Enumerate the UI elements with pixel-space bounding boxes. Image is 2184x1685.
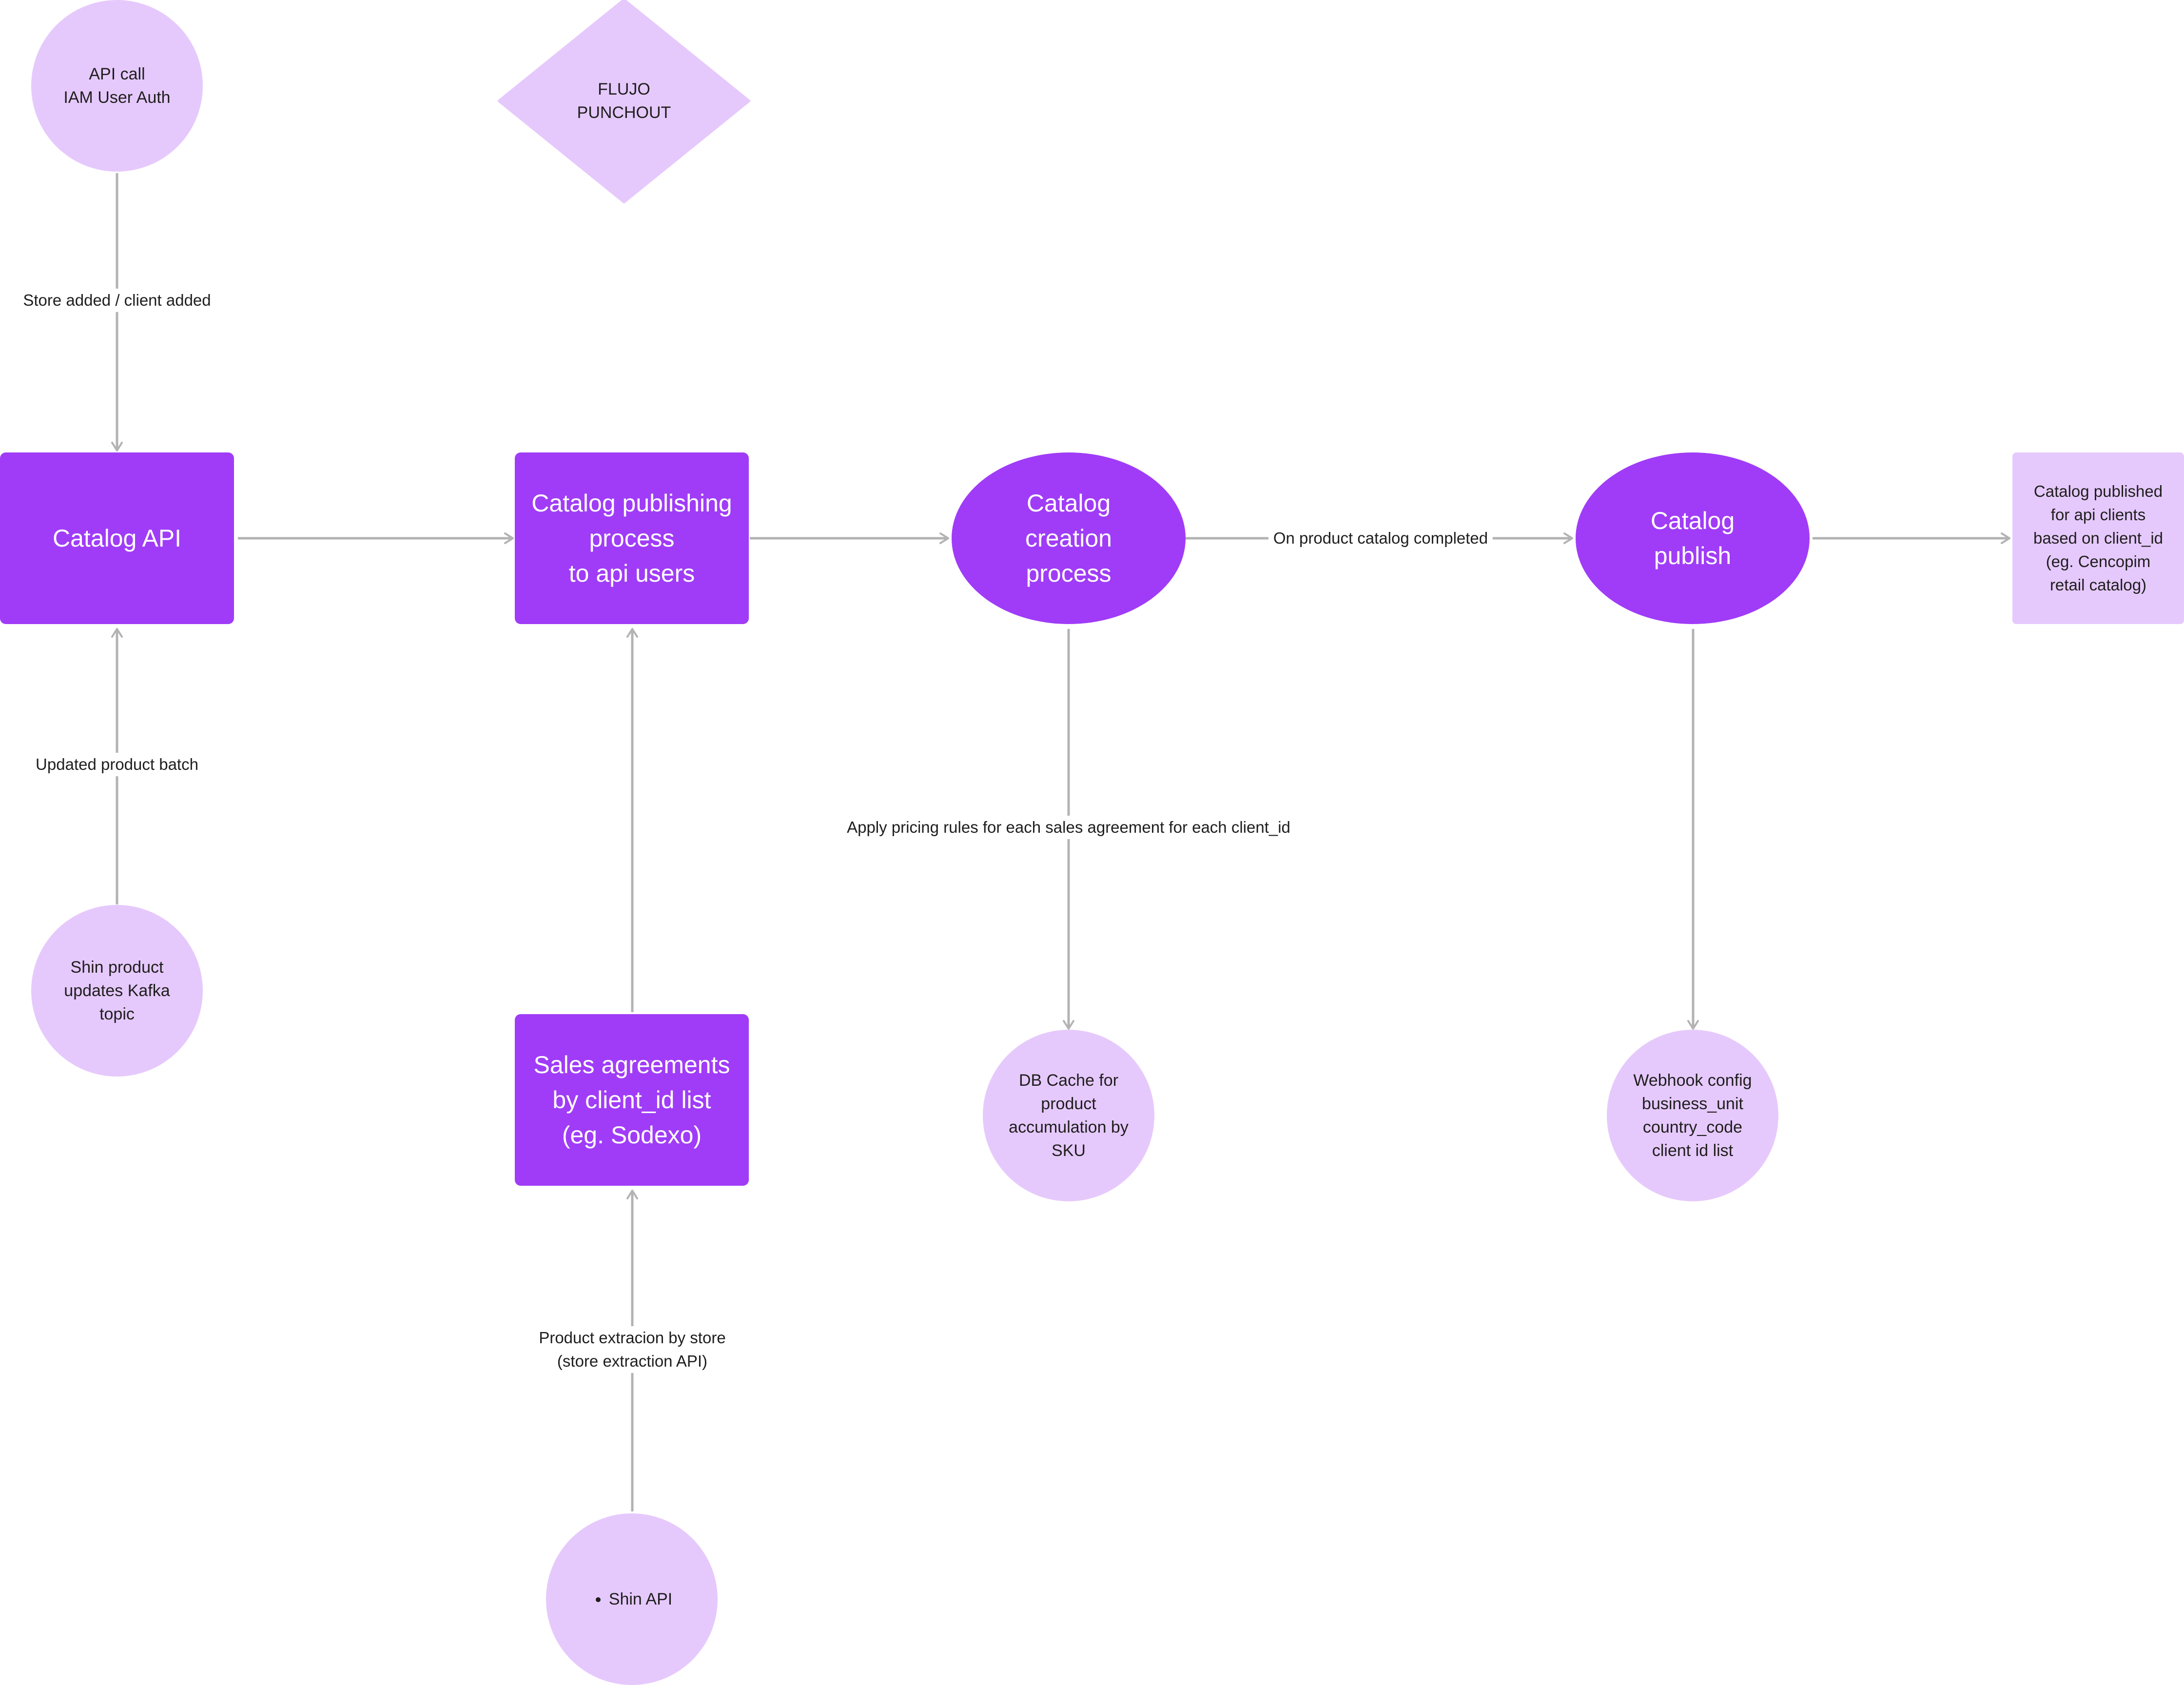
catalog-published-node[interactable]: Catalog published for api clients based …	[2012, 452, 2184, 624]
shin-api-list: Shin API	[591, 1564, 672, 1634]
catalog-api-node[interactable]: Catalog API	[0, 452, 234, 624]
catalog-publish-node[interactable]: Catalog publish	[1576, 452, 1810, 624]
catalog-creation-node[interactable]: Catalog creation process	[952, 452, 1186, 624]
flujo-punchout-label: FLUJO PUNCHOUT	[577, 80, 671, 122]
flujo-punchout-diamond[interactable]	[498, 0, 750, 203]
edge-label-store-added: Store added / client added	[18, 289, 216, 312]
edge-label-product-extraction: Product extracion by store (store extrac…	[534, 1326, 731, 1373]
shin-api-node[interactable]: Shin API	[546, 1513, 718, 1685]
shin-updates-node[interactable]: Shin product updates Kafka topic	[31, 905, 203, 1077]
webhook-config-node[interactable]: Webhook config business_unit country_cod…	[1607, 1030, 1778, 1201]
api-call-node[interactable]: API call IAM User Auth	[31, 0, 203, 172]
db-cache-node[interactable]: DB Cache for product accumulation by SKU	[983, 1030, 1154, 1201]
shin-api-item: Shin API	[609, 1587, 672, 1611]
edge-label-apply-pricing: Apply pricing rules for each sales agree…	[842, 816, 1295, 839]
catalog-publishing-node[interactable]: Catalog publishing process to api users	[515, 452, 749, 624]
edge-label-on-completed: On product catalog completed	[1268, 527, 1493, 550]
sales-agreements-node[interactable]: Sales agreements by client_id list (eg. …	[515, 1014, 749, 1186]
edge-label-updated-batch: Updated product batch	[31, 753, 203, 776]
